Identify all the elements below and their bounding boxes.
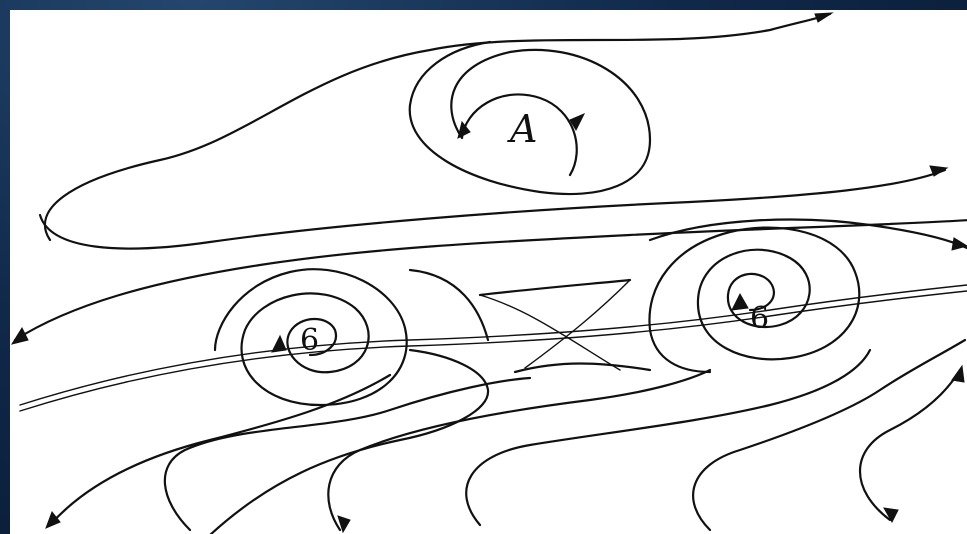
col-upper-arc (480, 280, 630, 295)
arrowhead-right-vortex (732, 294, 748, 310)
arrowhead-left-exit (12, 328, 28, 344)
arrowhead-top (815, 13, 832, 22)
front-line-2 (20, 291, 967, 411)
streamline-bottom-5 (693, 340, 965, 530)
streamline-bottom-4 (466, 350, 870, 525)
col-left-arc (410, 270, 488, 340)
arrowhead-a-left (458, 122, 470, 138)
arrowhead-bottom-1 (46, 512, 60, 528)
arrowhead-bottom-5 (884, 508, 898, 522)
streamline-left-exit (15, 220, 967, 340)
arrowhead-right-outer (952, 238, 967, 250)
streamline-top (45, 14, 830, 240)
streamline-diagram: A 6 6 (10, 10, 967, 534)
streamline-bottom-3 (328, 370, 710, 530)
arrowhead-bottom-6 (952, 366, 964, 382)
col-lower-arc (515, 364, 650, 373)
label-a: A (507, 107, 537, 151)
streamline-bottom-1 (50, 375, 390, 525)
col-line-diag-2 (525, 280, 630, 368)
cyclonic-vortex-right (649, 228, 859, 372)
